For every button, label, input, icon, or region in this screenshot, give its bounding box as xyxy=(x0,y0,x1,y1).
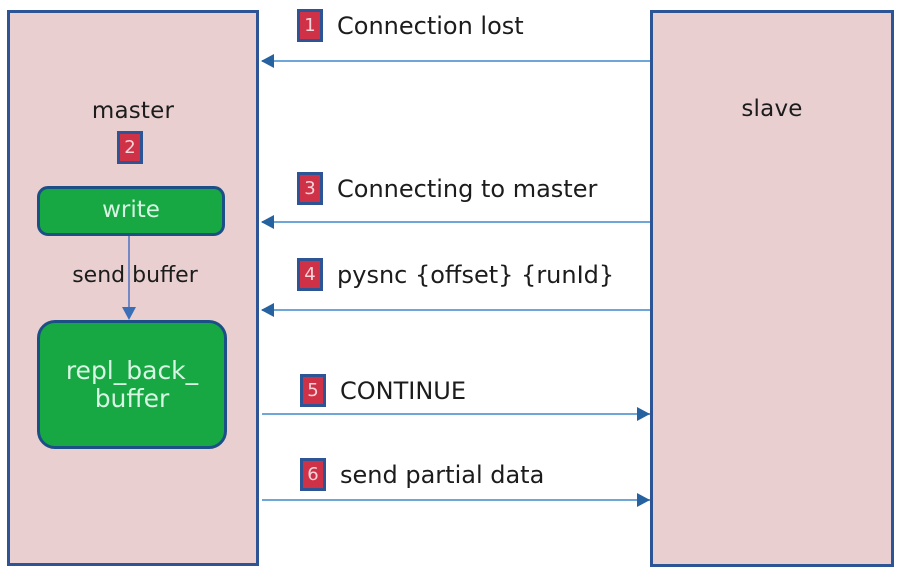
send-buffer-connector-label: send buffer xyxy=(72,263,198,288)
master-node-box: master xyxy=(7,10,259,566)
message-4-arrowhead-left xyxy=(261,303,274,317)
step-2-badge: 2 xyxy=(117,131,143,164)
step-4-caption: 4 pysnc {offset} {runId} xyxy=(297,258,614,291)
step-4-label: pysnc {offset} {runId} xyxy=(337,260,615,289)
step-3-caption: 3 Connecting to master xyxy=(297,172,597,205)
master-node-label: master xyxy=(91,98,175,124)
message-5-line xyxy=(262,413,650,415)
step-1-caption: 1 Connection lost xyxy=(297,9,524,42)
send-buffer-connector-line xyxy=(128,236,130,312)
step-1-label: Connection lost xyxy=(337,11,524,40)
step-6-label: send partial data xyxy=(340,460,545,489)
step-5-label: CONTINUE xyxy=(340,376,467,405)
step-2-marker: 2 xyxy=(117,131,143,164)
message-3-arrowhead-left xyxy=(261,215,274,229)
step-1-badge: 1 xyxy=(297,9,323,42)
slave-node-box: slave xyxy=(650,10,894,567)
step-3-badge: 3 xyxy=(297,172,323,205)
message-6-line xyxy=(262,499,650,501)
step-3-label: Connecting to master xyxy=(337,174,598,203)
slave-node-label: slave xyxy=(741,96,803,122)
step-5-badge: 5 xyxy=(300,374,326,407)
message-4-line xyxy=(262,309,650,311)
repl-back-buffer-box: repl_back_ buffer xyxy=(37,320,227,449)
step-4-badge: 4 xyxy=(297,258,323,291)
step-6-badge: 6 xyxy=(300,458,326,491)
write-process-box: write xyxy=(37,186,225,236)
send-buffer-connector-arrowhead xyxy=(122,307,136,320)
message-1-arrowhead-left xyxy=(261,54,274,68)
message-6-arrowhead-right xyxy=(637,493,650,507)
message-5-arrowhead-right xyxy=(637,407,650,421)
step-5-caption: 5 CONTINUE xyxy=(300,374,466,407)
message-1-line xyxy=(262,60,650,62)
message-3-line xyxy=(262,221,650,223)
step-6-caption: 6 send partial data xyxy=(300,458,544,491)
